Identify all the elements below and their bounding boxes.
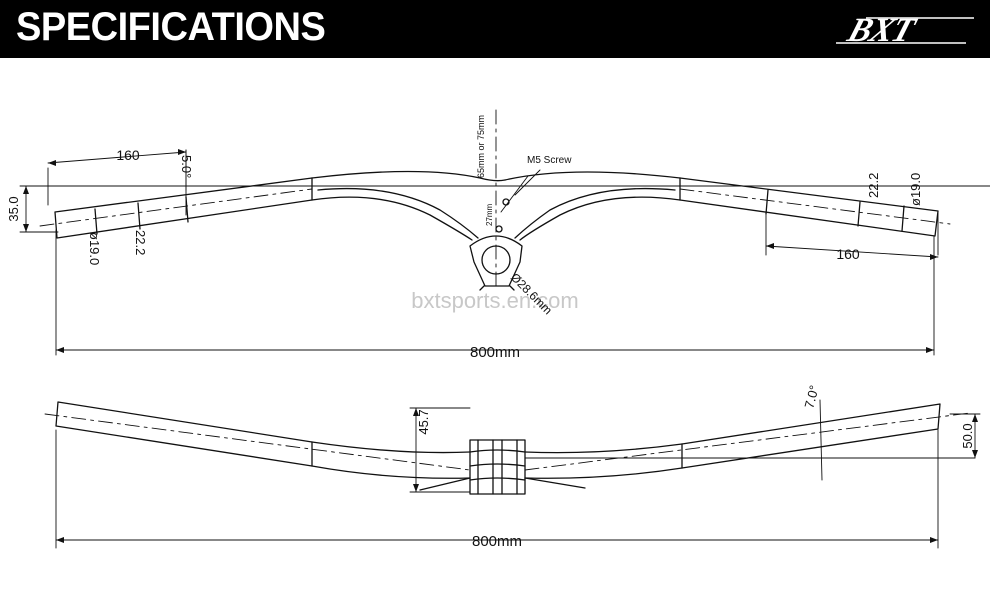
svg-text:BXT: BXT bbox=[842, 11, 921, 48]
rise-label: 50.0 bbox=[960, 423, 975, 448]
grip-length-right-label: 160 bbox=[836, 246, 860, 262]
front-view-dimensions bbox=[55, 399, 981, 549]
stem-length-label: 65mm or 75mm bbox=[476, 115, 486, 178]
bar-diameter-right-label: 22.2 bbox=[866, 173, 881, 198]
bar-diameter-left-label: 22.2 bbox=[133, 230, 148, 255]
grip-diameter-left-label: ø19.0 bbox=[87, 232, 102, 265]
grip-length-left-label: 160 bbox=[116, 147, 140, 163]
rise-height-label: 35.0 bbox=[6, 196, 21, 221]
brand-logo: BXT bbox=[836, 11, 974, 48]
upsweep-angle-label: 5.0° bbox=[179, 155, 194, 178]
clamp-depth-label: 27mm bbox=[485, 203, 494, 226]
front-view-bar bbox=[55, 401, 941, 495]
stem-height-label: 45.7 bbox=[416, 409, 431, 434]
top-width-label: 800mm bbox=[470, 344, 520, 361]
front-view-centerline bbox=[44, 412, 971, 471]
watermark: bxtsports.en.com bbox=[411, 288, 579, 313]
header-bar: SPECIFICATIONS BXT bbox=[0, 0, 990, 58]
front-width-label: 800mm bbox=[472, 533, 522, 550]
grip-diameter-right-label: ø19.0 bbox=[908, 173, 923, 206]
screw-label: M5 Screw bbox=[527, 155, 572, 166]
backsweep-angle-label: 7.0° bbox=[801, 384, 822, 410]
top-view-centerline bbox=[39, 109, 951, 291]
dimension-arrows bbox=[23, 149, 978, 543]
handlebar-drawing: bxtsports.en.com 160 160 5.0° 35.0 ø19.0… bbox=[6, 109, 990, 550]
top-view-dimensions bbox=[19, 149, 990, 356]
page-title: SPECIFICATIONS bbox=[16, 5, 326, 49]
